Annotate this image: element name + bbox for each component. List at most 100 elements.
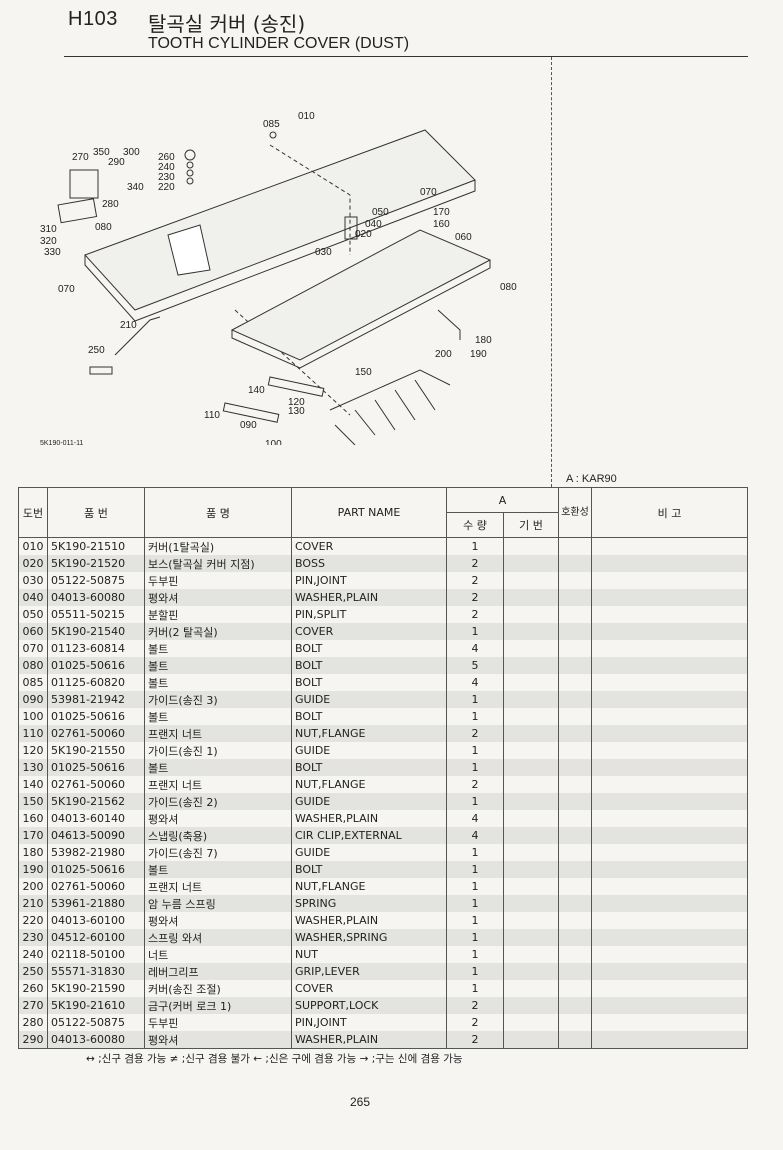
row-part-name: SUPPORT,LOCK bbox=[291, 997, 447, 1014]
row-compat bbox=[558, 827, 592, 844]
row-part-name: PIN,SPLIT bbox=[291, 606, 447, 623]
row-note bbox=[591, 793, 748, 810]
row-no: 280 bbox=[18, 1014, 48, 1031]
svg-text:290: 290 bbox=[108, 157, 125, 168]
row-compat bbox=[558, 606, 592, 623]
row-part-no: 5K190-21510 bbox=[47, 537, 145, 555]
row-part-no: 5K190-21540 bbox=[47, 623, 145, 640]
row-part-no: 05122-50875 bbox=[47, 572, 145, 589]
row-no: 010 bbox=[18, 537, 48, 555]
svg-text:070: 070 bbox=[58, 284, 75, 295]
row-part-no: 5K190-21550 bbox=[47, 742, 145, 759]
row-base bbox=[503, 537, 559, 555]
row-part-name: WASHER,PLAIN bbox=[291, 912, 447, 929]
row-base bbox=[503, 997, 559, 1014]
row-compat bbox=[558, 674, 592, 691]
row-no: 270 bbox=[18, 997, 48, 1014]
svg-text:070: 070 bbox=[420, 187, 437, 198]
row-qty: 4 bbox=[446, 640, 504, 657]
row-name-kr: 보스(탈곡실 커버 지점) bbox=[144, 555, 292, 572]
svg-text:110: 110 bbox=[204, 410, 220, 421]
row-part-name: BOLT bbox=[291, 674, 447, 691]
row-base bbox=[503, 912, 559, 929]
row-part-no: 53981-21942 bbox=[47, 691, 145, 708]
row-no: 140 bbox=[18, 776, 48, 793]
row-name-kr: 가이드(송진 3) bbox=[144, 691, 292, 708]
row-base bbox=[503, 725, 559, 742]
row-no: 240 bbox=[18, 946, 48, 963]
svg-text:100: 100 bbox=[265, 439, 282, 445]
row-name-kr: 평와셔 bbox=[144, 810, 292, 827]
row-qty: 1 bbox=[446, 537, 504, 555]
row-part-name: NUT,FLANGE bbox=[291, 878, 447, 895]
header-name-kr: 품 명 bbox=[144, 487, 292, 538]
row-part-name: BOLT bbox=[291, 708, 447, 725]
row-no: 085 bbox=[18, 674, 48, 691]
row-qty: 4 bbox=[446, 810, 504, 827]
row-name-kr: 프랜지 너트 bbox=[144, 725, 292, 742]
row-compat bbox=[558, 640, 592, 657]
svg-text:010: 010 bbox=[298, 111, 315, 122]
row-note bbox=[591, 537, 748, 555]
row-no: 220 bbox=[18, 912, 48, 929]
row-compat bbox=[558, 691, 592, 708]
svg-text:120: 120 bbox=[288, 397, 305, 408]
row-qty: 2 bbox=[446, 606, 504, 623]
row-base bbox=[503, 929, 559, 946]
row-part-no: 5K190-21610 bbox=[47, 997, 145, 1014]
row-part-name: NUT bbox=[291, 946, 447, 963]
row-note bbox=[591, 810, 748, 827]
row-base bbox=[503, 878, 559, 895]
row-qty: 1 bbox=[446, 861, 504, 878]
row-name-kr: 볼트 bbox=[144, 708, 292, 725]
row-qty: 4 bbox=[446, 674, 504, 691]
row-base bbox=[503, 572, 559, 589]
row-qty: 1 bbox=[446, 912, 504, 929]
row-part-no: 04512-60100 bbox=[47, 929, 145, 946]
row-no: 170 bbox=[18, 827, 48, 844]
row-qty: 2 bbox=[446, 776, 504, 793]
svg-text:130: 130 bbox=[288, 406, 305, 417]
svg-text:080: 080 bbox=[95, 222, 112, 233]
row-base bbox=[503, 776, 559, 793]
row-note bbox=[591, 657, 748, 674]
row-note bbox=[591, 725, 748, 742]
row-compat bbox=[558, 946, 592, 963]
row-no: 200 bbox=[18, 878, 48, 895]
row-qty: 2 bbox=[446, 725, 504, 742]
row-compat bbox=[558, 725, 592, 742]
header-part-no: 품 번 bbox=[47, 487, 145, 538]
row-part-name: CIR CLIP,EXTERNAL bbox=[291, 827, 447, 844]
row-part-no: 05122-50875 bbox=[47, 1014, 145, 1031]
row-note bbox=[591, 1014, 748, 1031]
row-name-kr: 프랜지 너트 bbox=[144, 776, 292, 793]
row-part-no: 04013-60080 bbox=[47, 589, 145, 606]
row-part-no: 53982-21980 bbox=[47, 844, 145, 861]
row-part-name: WASHER,PLAIN bbox=[291, 1031, 447, 1049]
row-name-kr: 금구(커버 로크 1) bbox=[144, 997, 292, 1014]
row-base bbox=[503, 980, 559, 997]
row-part-no: 04013-60080 bbox=[47, 1031, 145, 1049]
row-qty: 2 bbox=[446, 1014, 504, 1031]
row-note bbox=[591, 759, 748, 776]
row-compat bbox=[558, 657, 592, 674]
row-part-name: SPRING bbox=[291, 895, 447, 912]
header-no: 도번 bbox=[18, 487, 48, 538]
row-base bbox=[503, 640, 559, 657]
row-no: 210 bbox=[18, 895, 48, 912]
diagram-divider bbox=[551, 57, 552, 487]
row-compat bbox=[558, 861, 592, 878]
row-compat bbox=[558, 708, 592, 725]
row-compat bbox=[558, 810, 592, 827]
row-part-name: PIN,JOINT bbox=[291, 572, 447, 589]
row-name-kr: 너트 bbox=[144, 946, 292, 963]
row-compat bbox=[558, 929, 592, 946]
